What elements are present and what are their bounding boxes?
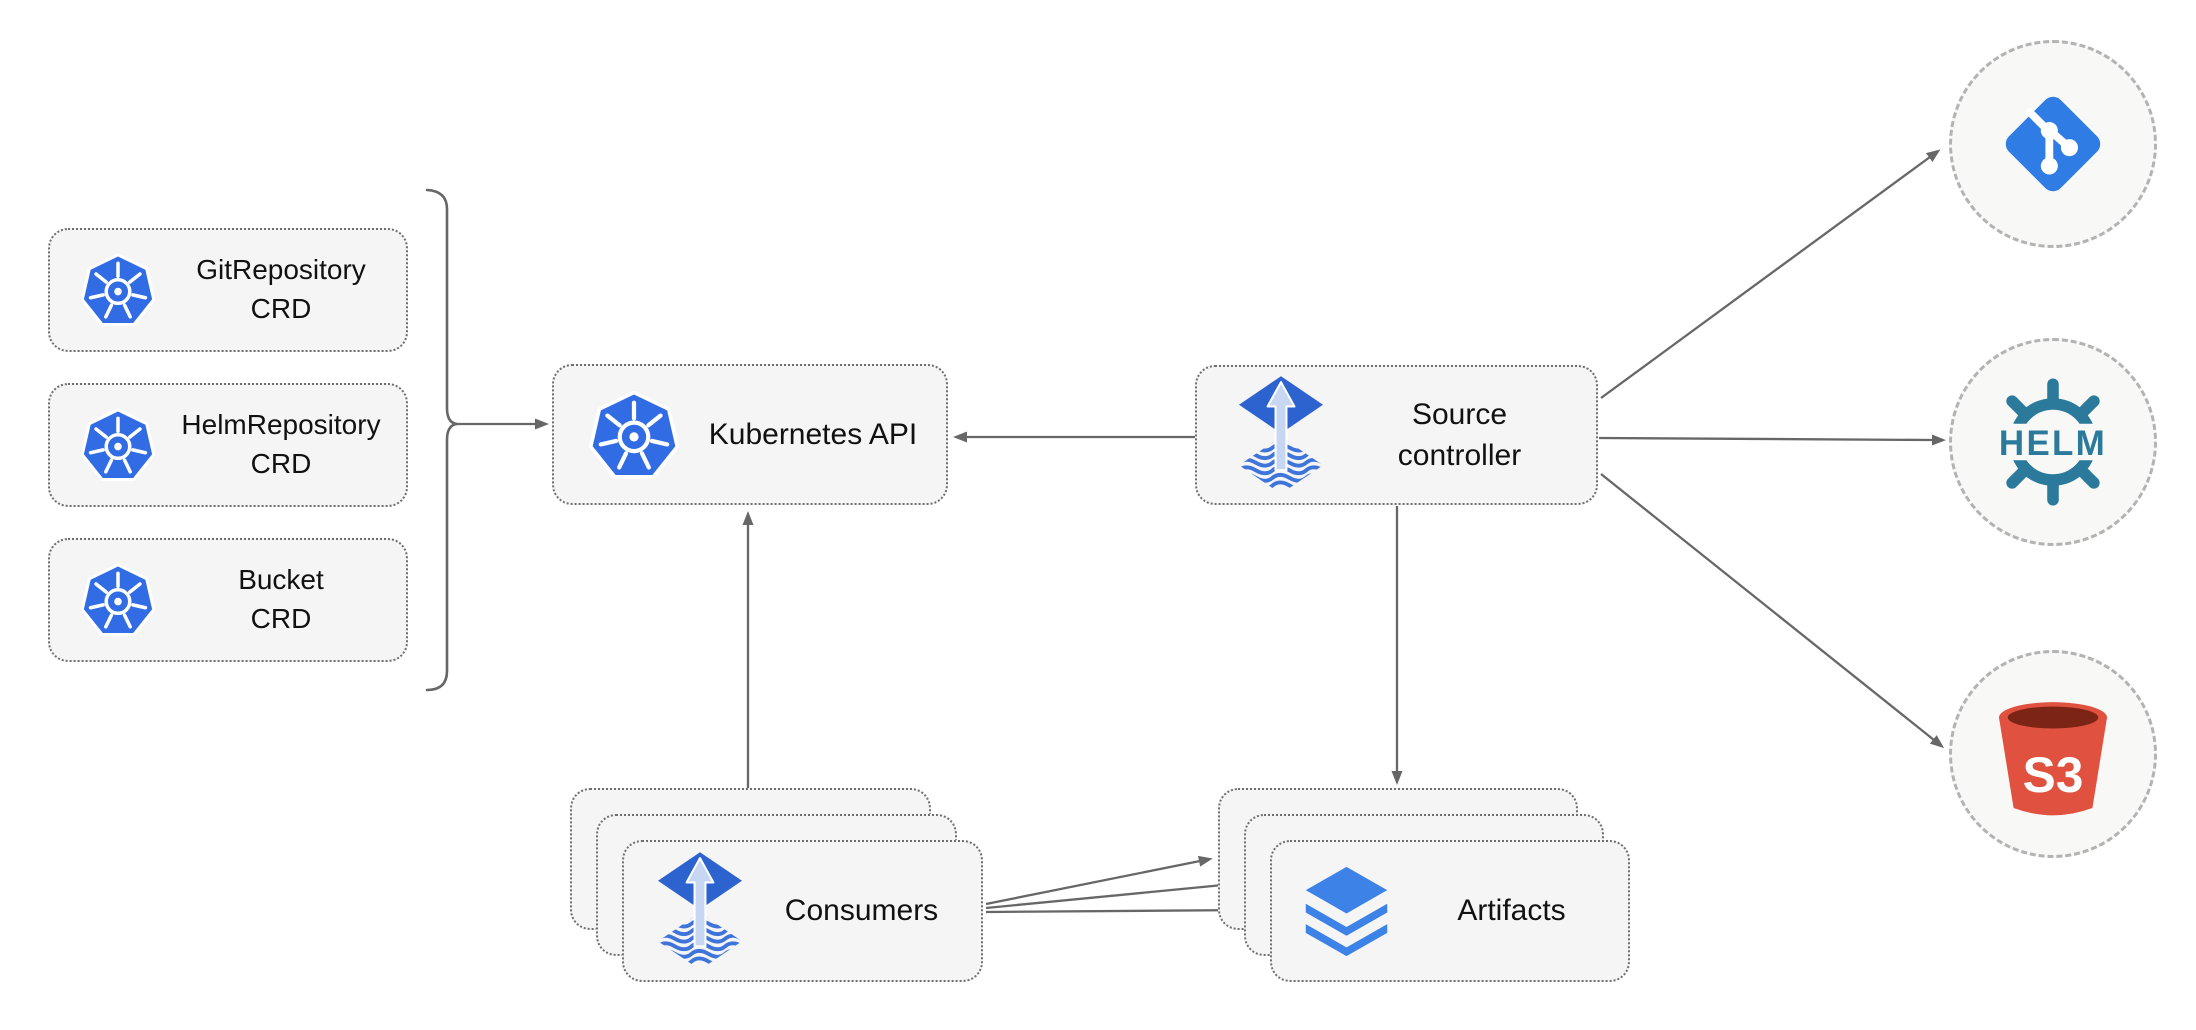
node-label: Bucket CRD [156,561,406,638]
helm-icon [1977,366,2129,518]
edge-source-controller-to-s3-remote [1600,473,1945,749]
kubernetes-icon [588,389,680,481]
layers-icon [1298,861,1395,962]
node-label: GitRepository CRD [156,251,406,328]
node-label: Consumers [784,894,939,928]
node-consumers: Consumers [622,840,983,982]
kubernetes-icon [80,562,156,638]
node-label: Artifacts [1457,894,1566,928]
remote-git-repository [1949,40,2157,248]
label-line: CRD [250,448,312,479]
label-line: CRD [250,603,312,634]
kubernetes-icon [80,252,156,328]
remote-s3-bucket [1949,650,2157,858]
edge-source-controller-to-helm-remote [1598,434,1946,446]
label-line: Bucket [238,564,324,596]
node-source-controller: Source controller [1195,365,1598,505]
node-helm-repository-crd: HelmRepository CRD [48,383,408,507]
node-label: Source controller [1323,394,1596,477]
label-line: CRD [250,293,312,324]
edge-consumers-to-artifacts-2 [985,879,1236,910]
node-git-repository-crd: GitRepository CRD [48,228,408,352]
node-label: HelmRepository CRD [156,406,406,483]
crd-group-bracket [425,188,458,692]
git-icon [1992,83,2114,205]
node-artifacts: Artifacts [1270,840,1630,982]
s3-bucket-icon [1980,681,2126,827]
label-line: controller [1397,439,1522,472]
flux-icon [1239,376,1323,494]
node-bucket-crd: Bucket CRD [48,538,408,662]
node-kubernetes-api: Kubernetes API [552,364,948,505]
edge-consumers-to-artifacts-1 [985,855,1213,906]
remote-helm-repository [1949,338,2157,546]
label-line: HelmRepository [181,409,381,441]
node-label: Kubernetes API [708,417,918,451]
flux-icon [658,852,742,970]
edge-consumers-to-artifacts-3 [985,904,1264,916]
edge-source-controller-to-git-remote [1600,149,1941,399]
label-line: Source [1411,397,1508,431]
kubernetes-icon [80,407,156,483]
label-line: GitRepository [196,254,366,286]
